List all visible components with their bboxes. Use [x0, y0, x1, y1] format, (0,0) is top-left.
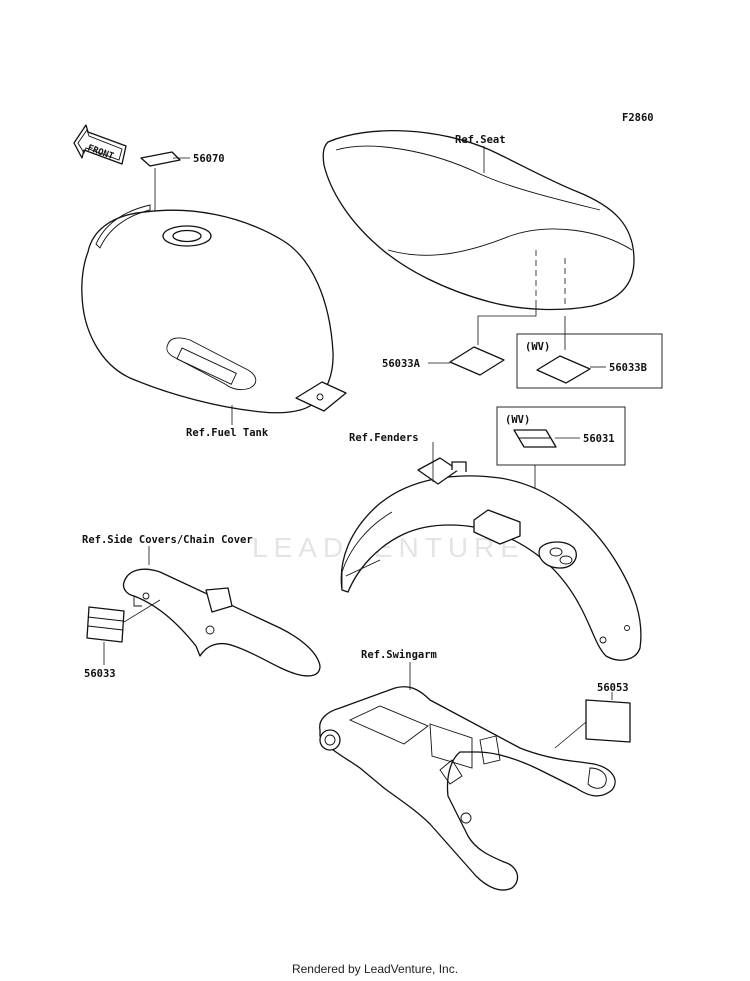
footer-credit: Rendered by LeadVenture, Inc.: [291, 962, 459, 976]
label-56070[interactable]: 56070: [140, 151, 225, 220]
label-56033A[interactable]: 56033A: [382, 305, 537, 376]
figure-code: F2860: [622, 112, 654, 124]
label-56053[interactable]: 56053: [554, 682, 631, 749]
ref-side-covers-label[interactable]: Ref.Side Covers/Chain Cover: [82, 534, 253, 546]
seat-wv-tag: (WV): [525, 341, 550, 353]
ref-fuel-tank-label[interactable]: Ref.Fuel Tank: [186, 427, 269, 439]
ref-swingarm-label[interactable]: Ref.Swingarm: [361, 649, 437, 661]
swingarm[interactable]: [319, 662, 616, 891]
part-number-56070[interactable]: 56070: [193, 153, 225, 165]
part-number-56033[interactable]: 56033: [84, 668, 116, 680]
chain-cover[interactable]: [122, 546, 321, 677]
fuel-tank[interactable]: [81, 204, 347, 425]
front-arrow-icon: FRONT: [73, 124, 127, 165]
label-56031[interactable]: (WV) 56031: [496, 406, 626, 528]
part-number-56033A[interactable]: 56033A: [382, 358, 421, 370]
part-number-56053[interactable]: 56053: [597, 682, 629, 694]
fender-wv-tag: (WV): [505, 414, 530, 426]
label-56033B[interactable]: (WV) 56033B: [516, 316, 663, 389]
part-number-56033B[interactable]: 56033B: [609, 362, 647, 374]
seat[interactable]: [322, 130, 635, 311]
rear-fender[interactable]: [340, 442, 642, 661]
ref-seat-label[interactable]: Ref.Seat: [455, 134, 506, 146]
ref-fenders-label[interactable]: Ref.Fenders: [349, 432, 419, 444]
part-number-56031[interactable]: 56031: [583, 433, 615, 445]
label-56033[interactable]: 56033: [84, 599, 161, 680]
